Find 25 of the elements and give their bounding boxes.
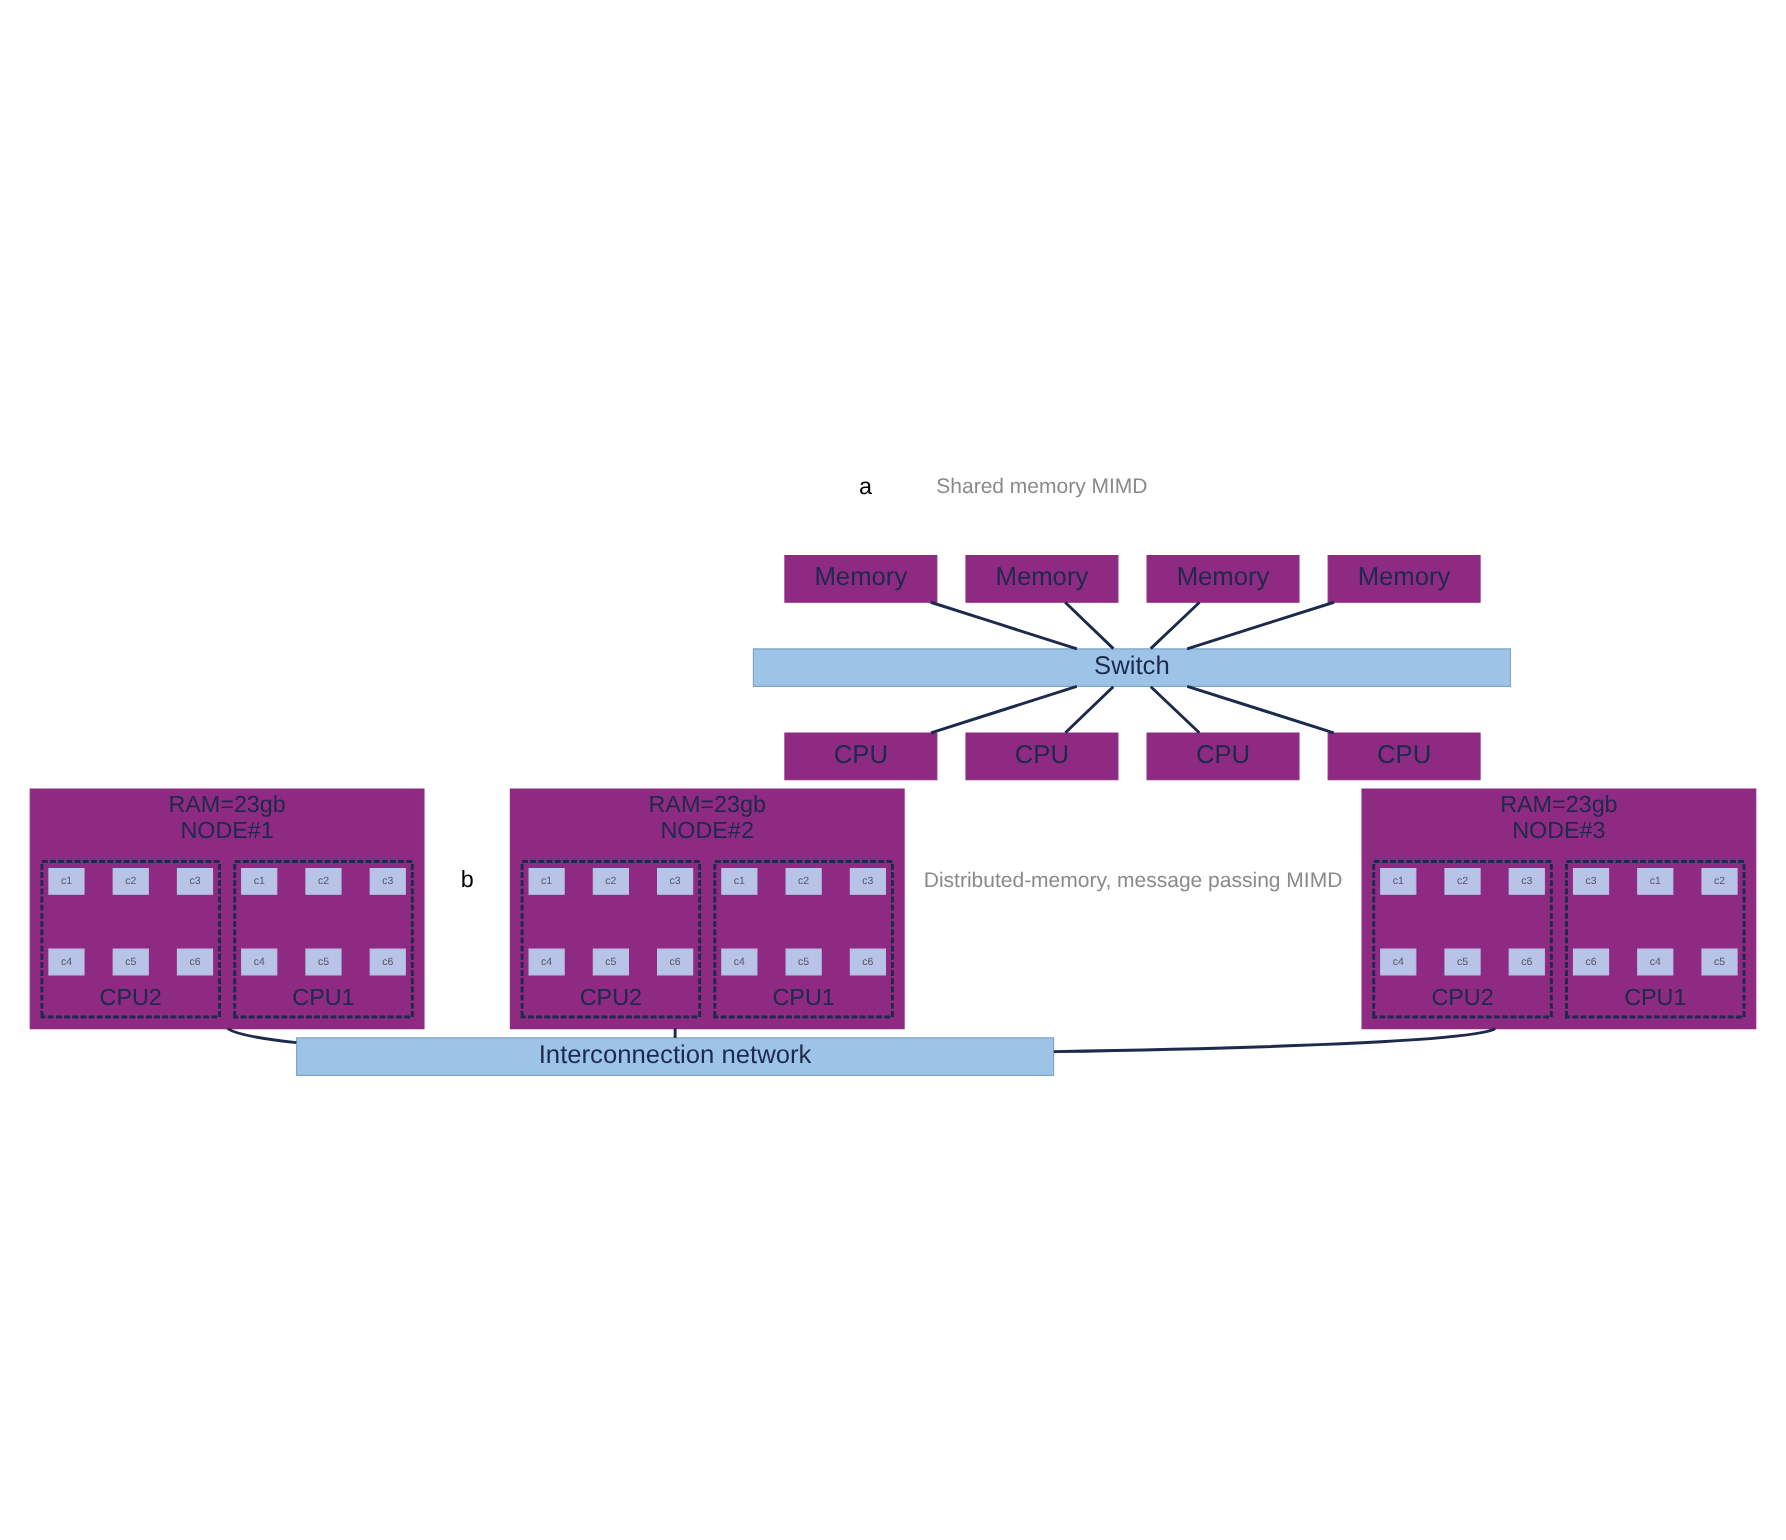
connector — [226, 1026, 297, 1044]
connector — [1149, 600, 1201, 649]
node-box: CPU — [784, 731, 938, 780]
node-box: Memory — [1327, 553, 1481, 602]
node-box: CPU — [1327, 731, 1481, 780]
connector — [1149, 684, 1201, 733]
node-box: CPU — [965, 731, 1119, 780]
label: Distributed-memory, message passing MIMD — [923, 867, 1343, 892]
connector — [673, 1027, 677, 1037]
node-box: Memory — [1146, 553, 1300, 602]
connector — [1064, 684, 1115, 733]
connector — [1064, 600, 1115, 649]
connector — [930, 599, 1078, 650]
node-box: CPU — [1146, 731, 1300, 780]
connector — [930, 684, 1078, 734]
connector — [1186, 683, 1335, 734]
connector — [1053, 1026, 1496, 1053]
label: Shared memory MIMD — [936, 473, 1148, 498]
node-box: Switch — [752, 647, 1511, 686]
connector — [1186, 599, 1335, 650]
label: a — [859, 472, 873, 499]
node-box: Memory — [965, 553, 1119, 602]
node-box: Interconnection network — [296, 1036, 1055, 1075]
node-box: Memory — [784, 553, 938, 602]
label: b — [460, 866, 474, 893]
